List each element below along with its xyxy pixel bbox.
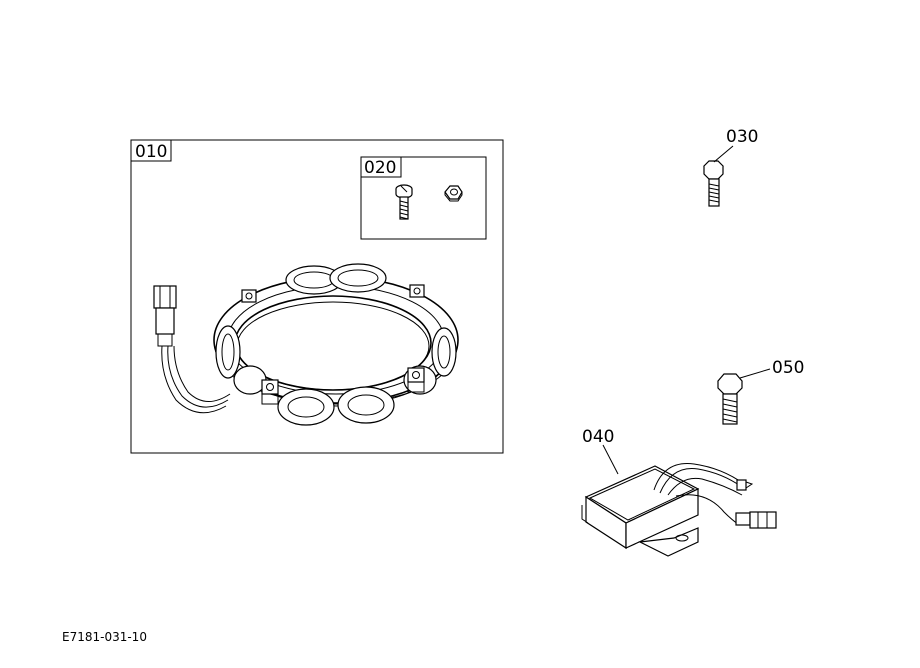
- callout-030[interactable]: 030: [726, 127, 758, 147]
- group-020-frame: 020: [360, 156, 487, 240]
- regulator-040: 040: [581, 427, 777, 557]
- bolt-030: 030: [703, 127, 758, 207]
- small-screw: [395, 184, 413, 220]
- leader-050: [739, 368, 771, 379]
- callout-040[interactable]: 040: [582, 427, 614, 447]
- callout-050[interactable]: 050: [772, 358, 804, 378]
- callout-010[interactable]: 010: [135, 142, 167, 162]
- drawing-code: E7181-031-10: [62, 630, 147, 644]
- bolt-050: 050: [717, 358, 804, 425]
- leader-030: [713, 145, 734, 163]
- group-010-frame: 010: [130, 139, 504, 454]
- leader-040: [602, 444, 619, 475]
- stator-coil: [213, 263, 459, 426]
- callout-020[interactable]: 020: [364, 158, 396, 178]
- stator-connector: [153, 285, 231, 414]
- small-nut: [444, 185, 463, 202]
